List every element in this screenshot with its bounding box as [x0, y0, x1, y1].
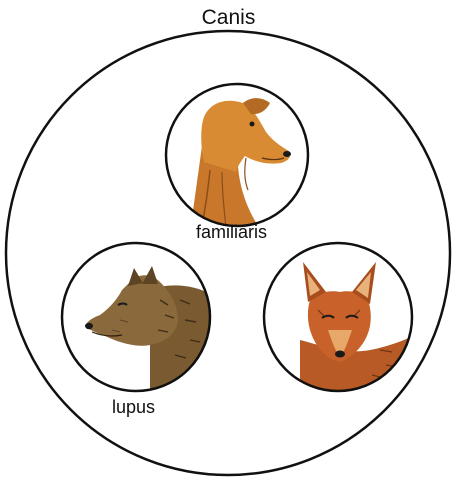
species-label-familiaris: familiaris: [196, 223, 267, 241]
wolf-head-illustration: [85, 266, 215, 395]
species-label-lupus: lupus: [112, 398, 155, 416]
species-jackal-group: [264, 243, 415, 400]
dog-head-illustration: [190, 98, 291, 232]
species-lupus-group: [62, 243, 215, 395]
jackal-head-illustration: [300, 262, 415, 400]
species-familiaris-group: [166, 84, 308, 232]
genus-circle: [6, 31, 450, 475]
genus-label: Canis: [0, 7, 457, 28]
